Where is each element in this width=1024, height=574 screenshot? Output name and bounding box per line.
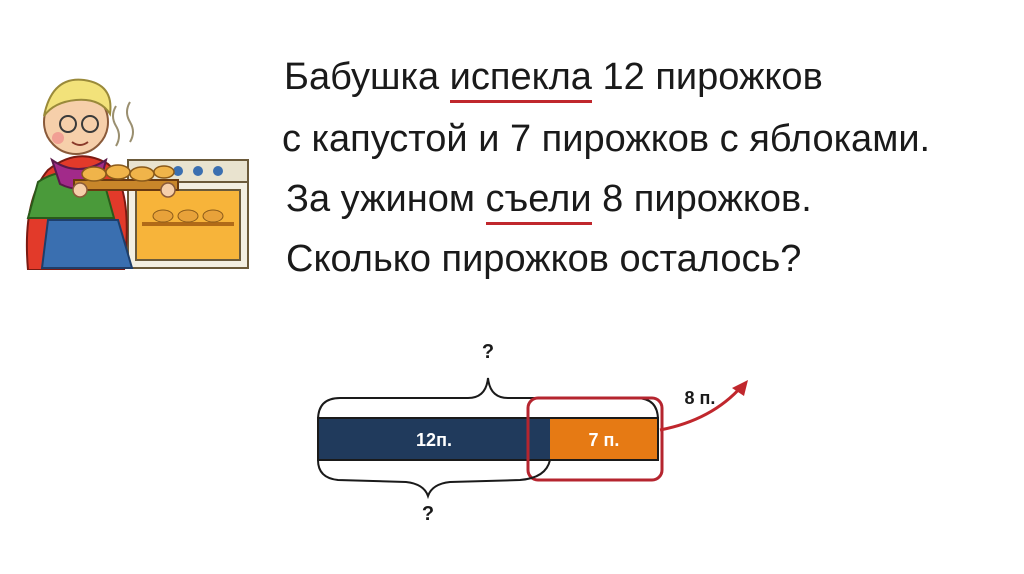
bottom-question-label: ? bbox=[422, 503, 434, 525]
problem-line-2: с капустой и 7 пирожков с яблоками. bbox=[282, 118, 931, 160]
eaten-arrow bbox=[659, 385, 744, 432]
eaten-label: 8 п. bbox=[685, 388, 716, 408]
pie-tray-icon bbox=[73, 164, 179, 191]
bottom-brace bbox=[317, 459, 551, 500]
segment-apple-label: 7 п. bbox=[589, 430, 620, 450]
problem-line-1: Бабушка испекла 12 пирожков bbox=[284, 56, 823, 103]
eaten-arrow-head bbox=[732, 380, 748, 396]
eaten-highlight-box bbox=[526, 396, 664, 482]
segment-cabbage-label: 12п. bbox=[416, 430, 452, 450]
highlight-baked: испекла bbox=[449, 56, 592, 103]
grandma-baking-illustration bbox=[25, 78, 249, 270]
top-question-label: ? bbox=[482, 341, 494, 363]
problem-question: Сколько пирожков осталось? bbox=[286, 238, 802, 280]
bar-outline bbox=[317, 417, 659, 461]
segment-apple bbox=[550, 418, 658, 460]
highlight-eaten: съели bbox=[485, 178, 592, 225]
segment-cabbage bbox=[318, 418, 550, 460]
problem-line-3: За ужином съели 8 пирожков. bbox=[286, 178, 812, 225]
